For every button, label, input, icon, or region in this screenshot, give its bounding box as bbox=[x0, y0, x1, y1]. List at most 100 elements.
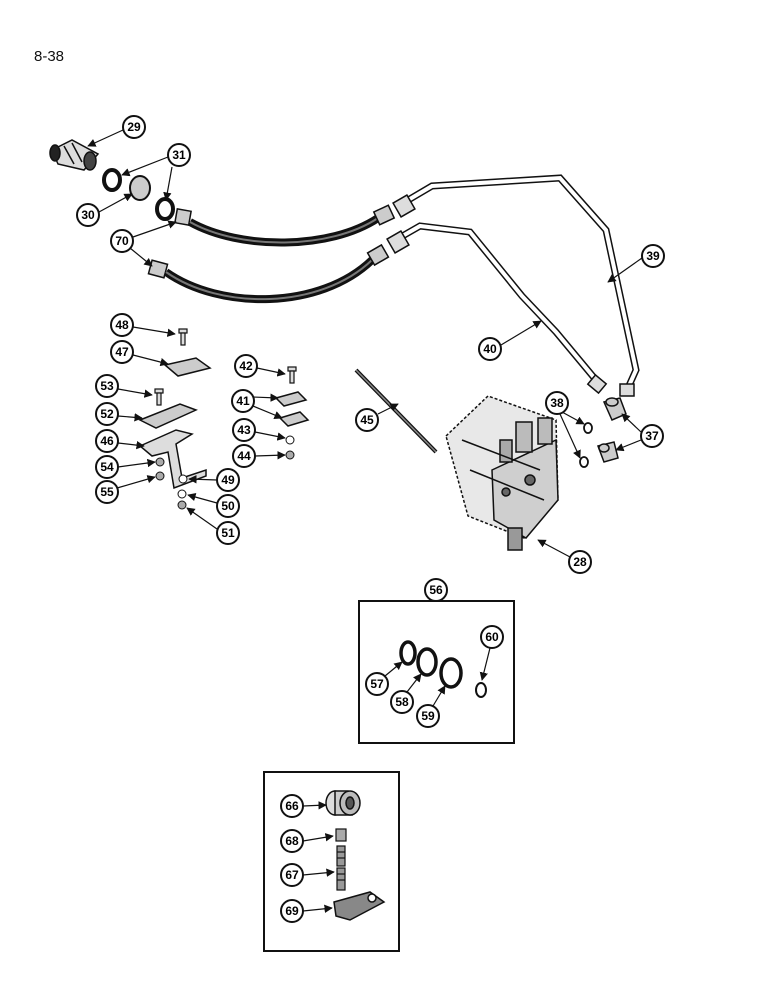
svg-text:46: 46 bbox=[100, 434, 114, 448]
tube-part-39 bbox=[392, 174, 640, 397]
callout-41: 41 bbox=[231, 389, 283, 419]
washer-part-43 bbox=[285, 435, 295, 445]
callout-57: 57 bbox=[365, 661, 403, 696]
callout-54: 54 bbox=[95, 455, 156, 479]
bolt-part-48 bbox=[178, 328, 188, 346]
svg-text:30: 30 bbox=[81, 208, 95, 222]
nut-part-51 bbox=[177, 500, 187, 510]
svg-text:69: 69 bbox=[285, 904, 299, 918]
callout-58: 58 bbox=[390, 673, 422, 714]
callout-46: 46 bbox=[95, 429, 145, 453]
o-ring-part-60 bbox=[475, 682, 487, 698]
o-ring-part-59 bbox=[439, 657, 463, 689]
svg-text:68: 68 bbox=[285, 834, 299, 848]
clip-part-41-upper bbox=[274, 391, 308, 407]
nut-part-54 bbox=[155, 457, 165, 467]
svg-text:50: 50 bbox=[221, 499, 235, 513]
svg-text:44: 44 bbox=[237, 449, 251, 463]
control-valve-part-28 bbox=[445, 395, 559, 551]
svg-text:41: 41 bbox=[236, 394, 250, 408]
callout-70: 70 bbox=[110, 220, 177, 267]
svg-text:31: 31 bbox=[172, 148, 186, 162]
spring-part-67 bbox=[336, 845, 346, 891]
elbow-fitting-part-37-lower bbox=[597, 441, 619, 463]
callout-68: 68 bbox=[280, 829, 334, 853]
callout-67: 67 bbox=[280, 863, 335, 887]
nut-part-55 bbox=[155, 471, 165, 481]
svg-text:59: 59 bbox=[421, 709, 435, 723]
svg-text:29: 29 bbox=[127, 120, 141, 134]
bolt-part-42 bbox=[287, 366, 297, 384]
svg-text:47: 47 bbox=[115, 345, 129, 359]
nut-part-30 bbox=[129, 175, 151, 201]
svg-text:38: 38 bbox=[550, 396, 564, 410]
callout-39: 39 bbox=[607, 244, 665, 283]
plate-part-52 bbox=[138, 403, 198, 429]
svg-text:66: 66 bbox=[285, 799, 299, 813]
callout-60: 60 bbox=[479, 625, 504, 681]
washer-part-49 bbox=[178, 474, 188, 484]
elbow-fitting-part-37-upper bbox=[602, 397, 627, 421]
seal-ring-part-38-lower bbox=[579, 456, 589, 468]
svg-text:55: 55 bbox=[100, 485, 114, 499]
svg-text:70: 70 bbox=[115, 234, 129, 248]
lever-part-69 bbox=[333, 891, 386, 921]
callout-40: 40 bbox=[478, 320, 542, 361]
svg-text:57: 57 bbox=[370, 677, 384, 691]
o-ring-part-57 bbox=[399, 640, 417, 666]
plug-part-68 bbox=[335, 828, 347, 842]
svg-text:52: 52 bbox=[100, 407, 114, 421]
svg-text:45: 45 bbox=[360, 413, 374, 427]
callout-48: 48 bbox=[110, 313, 176, 337]
callout-56: 56 bbox=[424, 578, 448, 602]
page-number: 8-38 bbox=[34, 48, 65, 65]
svg-text:54: 54 bbox=[100, 460, 114, 474]
callout-45: 45 bbox=[355, 403, 399, 432]
bolt-part-53 bbox=[154, 388, 164, 406]
callout-42: 42 bbox=[234, 354, 286, 378]
callout-43: 43 bbox=[232, 418, 286, 442]
o-ring-part-58 bbox=[416, 647, 438, 677]
callout-29: 29 bbox=[87, 115, 146, 147]
callout-44: 44 bbox=[232, 444, 286, 468]
body-part-66 bbox=[325, 790, 361, 816]
callout-37: 37 bbox=[615, 413, 664, 452]
svg-text:40: 40 bbox=[483, 342, 497, 356]
svg-text:48: 48 bbox=[115, 318, 129, 332]
seal-ring-31a bbox=[102, 168, 122, 192]
detent-kit-box bbox=[263, 771, 400, 952]
clip-part-47 bbox=[163, 357, 212, 377]
callout-47: 47 bbox=[110, 340, 169, 367]
callout-38: 38 bbox=[545, 391, 585, 459]
svg-text:51: 51 bbox=[221, 526, 235, 540]
svg-text:42: 42 bbox=[239, 359, 253, 373]
clip-part-41-lower bbox=[278, 411, 310, 427]
svg-text:28: 28 bbox=[573, 555, 587, 569]
callout-50: 50 bbox=[187, 492, 240, 518]
callout-69: 69 bbox=[280, 899, 333, 923]
callout-55: 55 bbox=[95, 475, 156, 504]
callout-31: 31 bbox=[121, 143, 191, 201]
hose-assembly-70-lower bbox=[147, 243, 390, 304]
svg-text:39: 39 bbox=[646, 249, 660, 263]
svg-text:53: 53 bbox=[100, 379, 114, 393]
callout-66: 66 bbox=[280, 794, 327, 818]
callout-30: 30 bbox=[76, 193, 133, 227]
svg-text:43: 43 bbox=[237, 423, 251, 437]
washer-part-50 bbox=[177, 489, 187, 499]
svg-text:37: 37 bbox=[645, 429, 659, 443]
svg-text:49: 49 bbox=[221, 473, 235, 487]
coupler-part-29 bbox=[49, 139, 100, 171]
nut-part-44 bbox=[285, 450, 295, 460]
hose-assembly-70-upper bbox=[174, 204, 396, 247]
seal-ring-31b bbox=[155, 197, 175, 221]
svg-text:67: 67 bbox=[285, 868, 299, 882]
seal-ring-part-38-upper bbox=[583, 422, 593, 434]
svg-text:56: 56 bbox=[429, 583, 443, 597]
callout-53: 53 bbox=[95, 374, 153, 398]
svg-text:60: 60 bbox=[485, 630, 499, 644]
bracket-part-46 bbox=[138, 429, 207, 490]
callout-28: 28 bbox=[537, 539, 592, 574]
callout-59: 59 bbox=[416, 685, 446, 728]
